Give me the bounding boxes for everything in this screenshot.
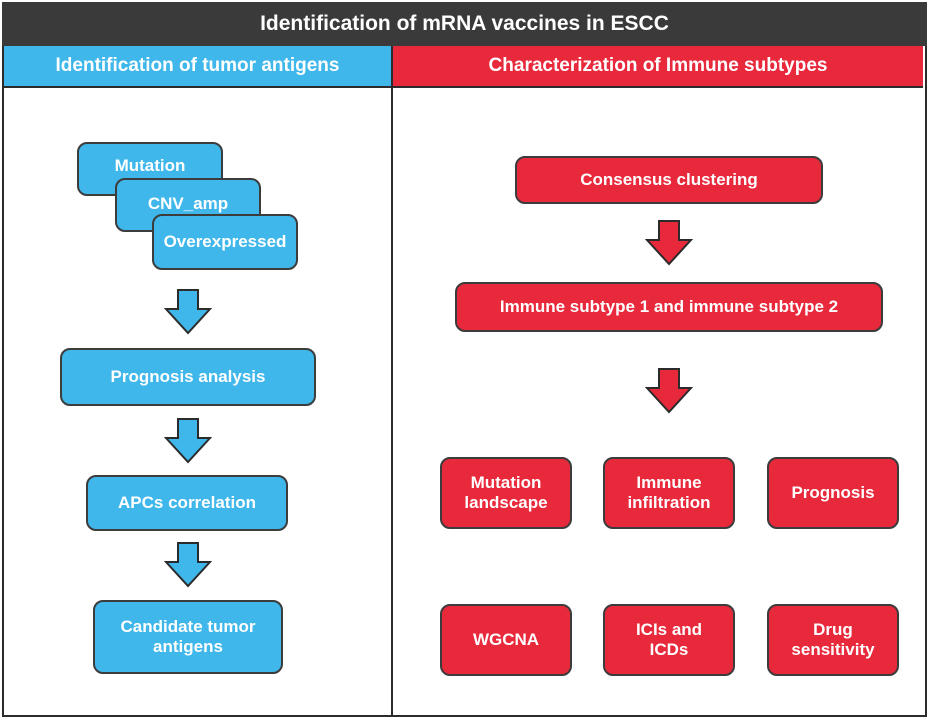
apcs-correlation-label: APCs correlation: [118, 492, 256, 512]
wgcna-box: WGCNA: [440, 604, 572, 676]
source-label-mutation: Mutation: [114, 156, 186, 175]
down-arrow-icon: [645, 220, 693, 266]
candidate-antigens-box: Candidate tumor antigens: [93, 600, 283, 674]
analysis-label-line: landscape: [464, 493, 548, 512]
consensus-clustering-box: Consensus clustering: [515, 156, 823, 204]
analysis-label-line: WGCNA: [472, 629, 540, 649]
prognosis-analysis-box: Prognosis analysis: [60, 348, 316, 406]
source-label-cnv-amp: CNV_amp: [147, 194, 229, 213]
left-panel-header: Identification of tumor antigens: [4, 46, 391, 88]
panel-divider: [391, 46, 393, 715]
immune-subtypes-label: Immune subtype 1 and immune subtype 2: [499, 296, 839, 316]
consensus-clustering-label: Consensus clustering: [580, 169, 758, 189]
right-panel-header: Characterization of Immune subtypes: [393, 46, 923, 88]
candidate-antigens-line-1: Candidate tumor: [120, 616, 256, 636]
prognosis-box: Prognosis: [767, 457, 899, 529]
source-label-overexpressed: Overexpressed: [163, 231, 287, 251]
down-arrow-icon: [164, 289, 212, 335]
down-arrow-icon: [164, 542, 212, 588]
down-arrow-icon: [645, 368, 693, 414]
drug-sensitivity-box: Drug sensitivity: [767, 604, 899, 676]
mutation-landscape-box: Mutation landscape: [440, 457, 572, 529]
apcs-correlation-box: APCs correlation: [86, 475, 288, 531]
analysis-label-line: sensitivity: [791, 640, 875, 659]
icis-icds-box: ICIs and ICDs: [603, 604, 735, 676]
analysis-label-line: ICDs: [649, 640, 689, 659]
analysis-label-line: ICIs and: [635, 619, 703, 639]
analysis-label-line: Prognosis: [791, 482, 875, 502]
immune-infiltration-box: Immune infiltration: [603, 457, 735, 529]
down-arrow-icon: [164, 418, 212, 464]
analysis-label-line: infiltration: [627, 493, 711, 512]
prognosis-analysis-label: Prognosis analysis: [110, 366, 266, 386]
source-box-overexpressed: Overexpressed: [152, 214, 298, 270]
analysis-label-line: Drug: [813, 619, 853, 639]
candidate-antigens-line-2: antigens: [153, 637, 223, 656]
diagram-title: Identification of mRNA vaccines in ESCC: [2, 2, 927, 46]
analysis-label-line: Immune: [636, 472, 702, 492]
analysis-label-line: Mutation: [470, 472, 542, 492]
immune-subtypes-box: Immune subtype 1 and immune subtype 2: [455, 282, 883, 332]
